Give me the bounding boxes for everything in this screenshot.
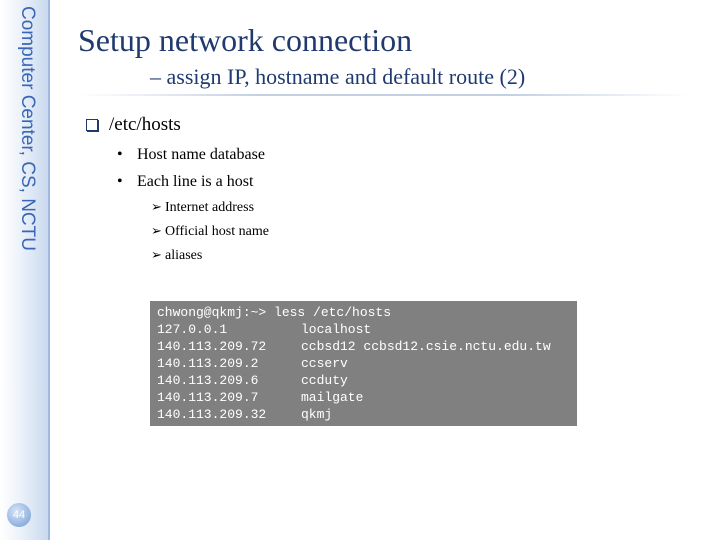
subbullet-item: ➢Internet address — [151, 199, 254, 216]
bullet-item: • Host name database — [117, 146, 265, 164]
host-ip: 140.113.209.32 — [157, 407, 267, 422]
slide-title: Setup network connection — [78, 22, 413, 58]
host-ip: 127.0.0.1 — [157, 322, 228, 337]
subbullet-item: ➢Official host name — [151, 223, 269, 240]
arrow-icon: ➢ — [151, 199, 162, 214]
bullet-dot-icon: • — [117, 173, 123, 190]
subbullet-item: ➢aliases — [151, 247, 202, 264]
sidebar-divider — [48, 0, 50, 540]
level1-label: /etc/hosts — [109, 114, 181, 135]
sidebar — [0, 0, 48, 540]
host-names: localhost — [301, 322, 372, 337]
arrow-icon: ➢ — [151, 247, 162, 262]
bullet-label: Each line is a host — [137, 173, 254, 190]
host-names: mailgate — [301, 390, 364, 405]
arrow-icon: ➢ — [151, 223, 162, 238]
checkbox-icon — [86, 119, 98, 131]
host-ip: 140.113.209.7 — [157, 390, 259, 405]
subbullet-label: aliases — [165, 248, 203, 263]
host-ip: 140.113.209.2 — [157, 356, 259, 371]
subbullet-label: Internet address — [165, 200, 255, 215]
subbullet-label: Official host name — [165, 224, 269, 239]
level1-item: /etc/hosts — [86, 114, 181, 136]
page-number-badge: 44 — [7, 503, 31, 527]
bullet-item: • Each line is a host — [117, 173, 253, 191]
host-ip: 140.113.209.6 — [157, 373, 259, 388]
host-ip: 140.113.209.72 — [157, 339, 267, 354]
terminal-command: chwong@qkmj:~> less /etc/hosts — [157, 305, 392, 320]
sidebar-label-container: Computer Center, CS, NCTU — [8, 6, 38, 306]
host-names: qkmj — [301, 407, 333, 422]
host-names: ccbsd12 ccbsd12.csie.nctu.edu.tw — [301, 339, 551, 354]
bullet-dot-icon: • — [117, 146, 123, 163]
host-names: ccserv — [301, 356, 348, 371]
slide-subtitle: – assign IP, hostname and default route … — [150, 64, 526, 89]
terminal-output: chwong@qkmj:~> less /etc/hosts 127.0.0.1… — [150, 301, 577, 426]
sidebar-vertical-label: Computer Center, CS, NCTU — [17, 6, 38, 251]
host-names: ccduty — [301, 373, 348, 388]
bullet-label: Host name database — [137, 146, 265, 163]
title-divider — [78, 94, 690, 96]
